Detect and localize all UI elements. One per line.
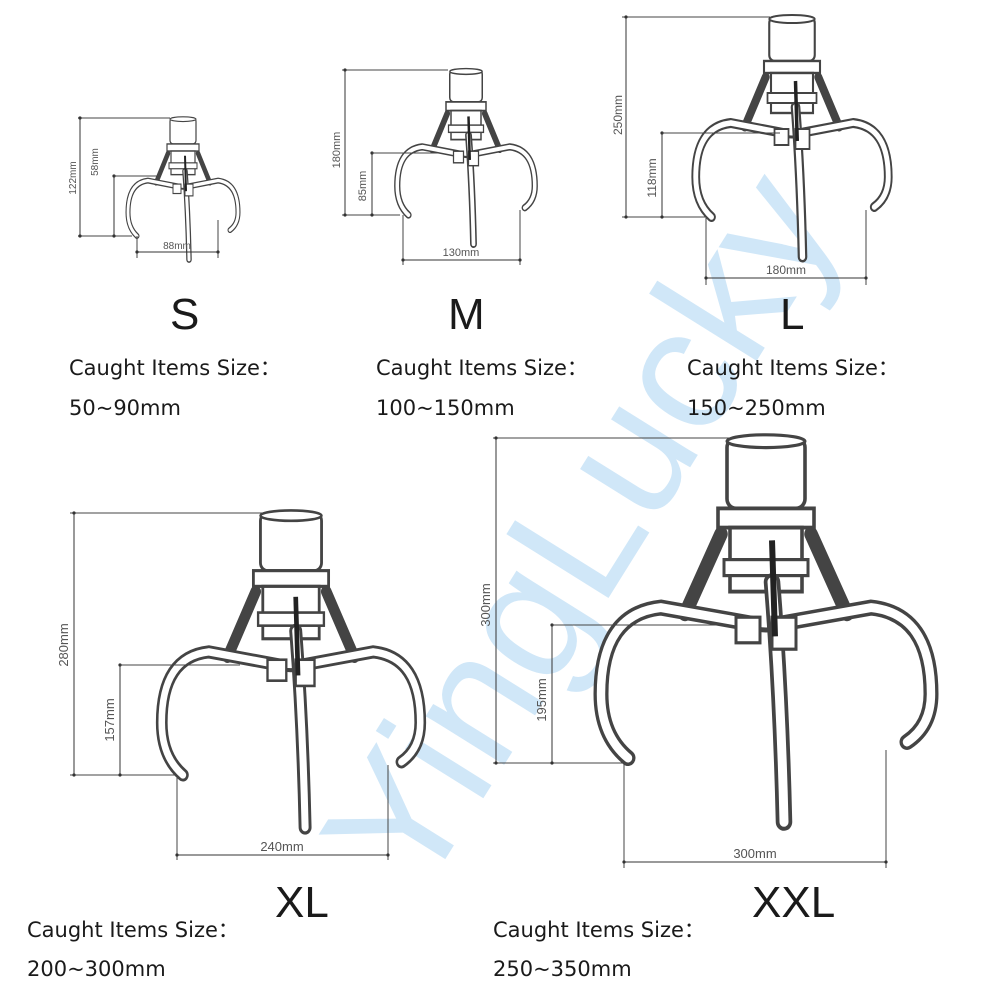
caught-label-m: Caught Items Size： — [376, 356, 588, 380]
svg-text:240mm: 240mm — [260, 839, 303, 854]
gripper-m-drawing: 180mm 85mm 130mm — [331, 69, 535, 265]
caught-label-l: Caught Items Size： — [687, 356, 899, 380]
svg-text:280mm: 280mm — [56, 623, 71, 666]
gripper-xl-drawing: 280mm 157mm 240mm — [56, 510, 420, 860]
svg-text:58mm: 58mm — [90, 148, 101, 176]
svg-text:250mm: 250mm — [611, 95, 625, 135]
caught-label-xl: Caught Items Size： — [27, 918, 239, 942]
gripper-l-drawing: 250mm 118mm 180mm — [611, 15, 888, 285]
svg-text:157mm: 157mm — [102, 698, 117, 741]
svg-text:88mm: 88mm — [163, 241, 191, 252]
svg-text:85mm: 85mm — [357, 171, 369, 202]
svg-text:300mm: 300mm — [478, 583, 493, 626]
size-label-xl: XL — [275, 878, 329, 927]
caught-label-xxl: Caught Items Size： — [493, 918, 705, 942]
size-label-s: S — [170, 290, 200, 339]
svg-text:130mm: 130mm — [443, 247, 480, 259]
caught-range-m: 100~150mm — [376, 396, 515, 420]
svg-text:180mm: 180mm — [331, 132, 343, 169]
size-label-m: M — [448, 290, 485, 339]
caught-range-xl: 200~300mm — [27, 957, 166, 981]
caught-range-xxl: 250~350mm — [493, 957, 632, 981]
svg-text:195mm: 195mm — [534, 678, 549, 721]
caught-range-s: 50~90mm — [69, 396, 181, 420]
size-label-l: L — [780, 290, 805, 339]
caught-label-s: Caught Items Size： — [69, 356, 281, 380]
svg-text:118mm: 118mm — [645, 158, 659, 197]
svg-text:300mm: 300mm — [733, 846, 776, 861]
gripper-s-drawing: 122mm 58mm 88mm — [68, 117, 238, 260]
gripper-xxl-drawing: 300mm 195mm 300mm — [478, 435, 931, 868]
size-label-xxl: XXL — [752, 878, 836, 927]
caught-range-l: 150~250mm — [687, 396, 826, 420]
svg-text:180mm: 180mm — [766, 263, 806, 277]
svg-text:122mm: 122mm — [68, 161, 79, 194]
